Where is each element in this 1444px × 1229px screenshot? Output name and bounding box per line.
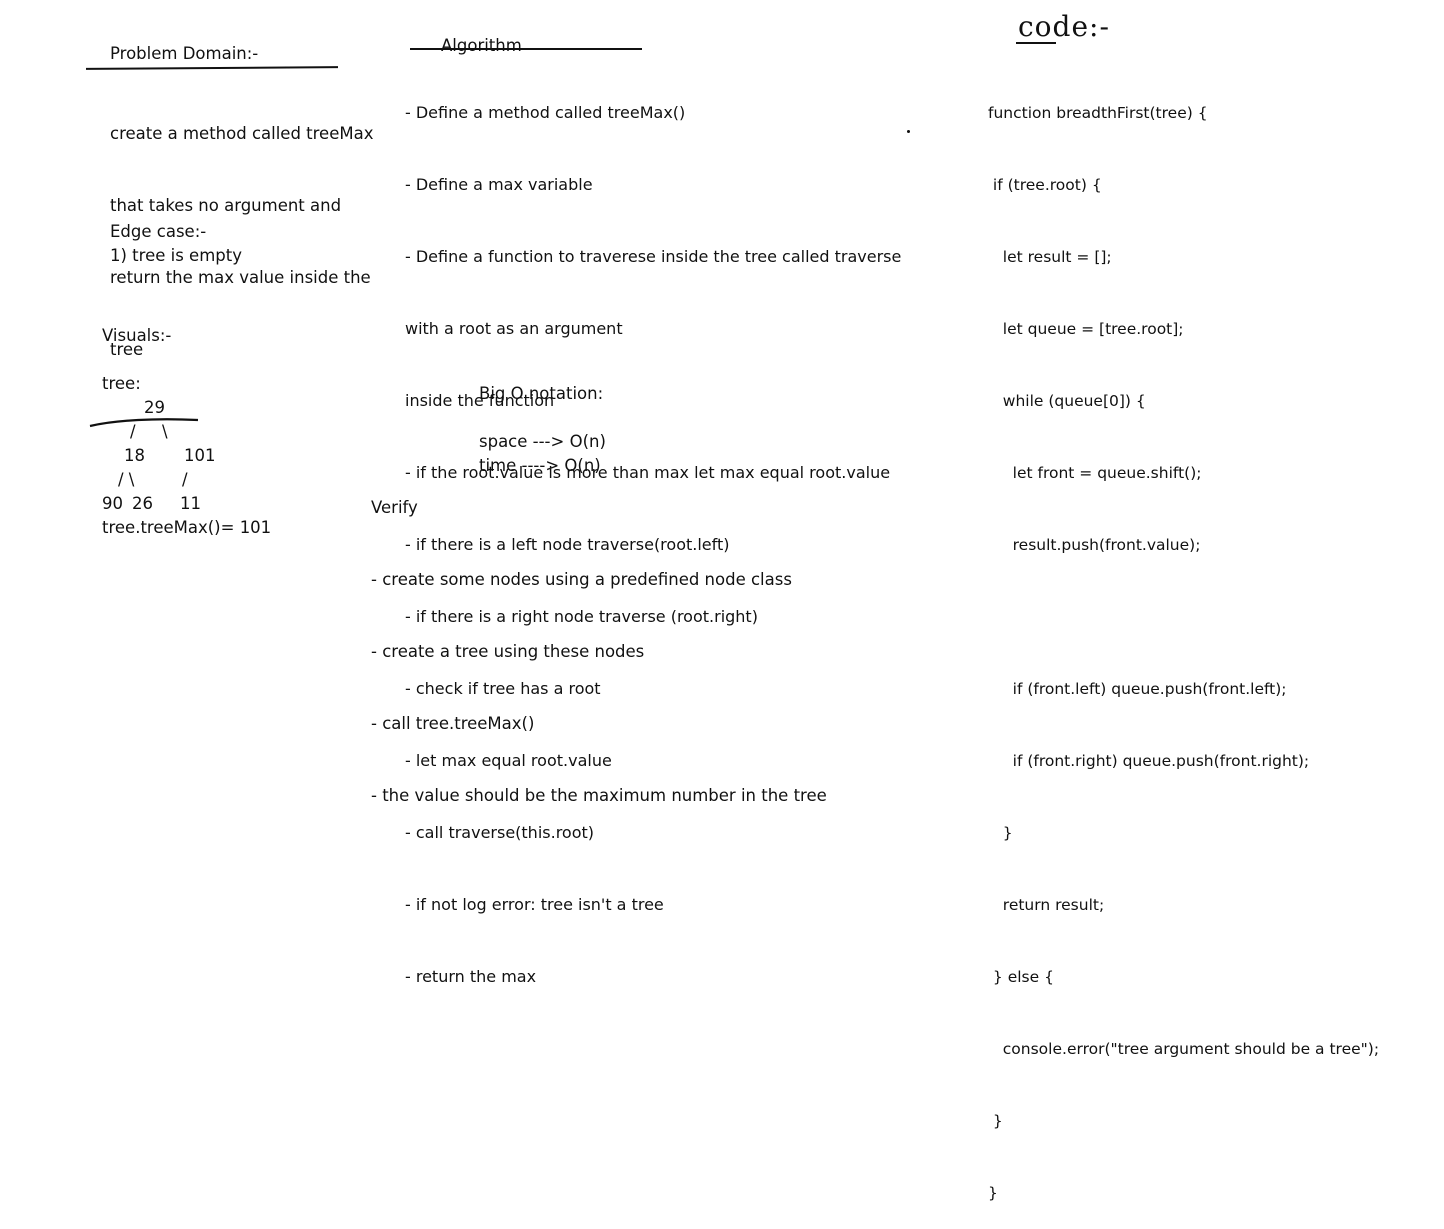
algorithm-step: inside the function	[405, 391, 555, 410]
algorithm-step: - return the max	[405, 967, 537, 986]
code-line: } else {	[988, 968, 1054, 986]
code-line: }	[988, 824, 1013, 842]
verify-step: - create a tree using these nodes	[371, 642, 645, 661]
code-heading: code:-	[1018, 10, 1110, 43]
algorithm-step: with a root as an argument	[405, 319, 623, 338]
algorithm-step: - Define a max variable	[405, 175, 593, 194]
code-line	[988, 605, 1379, 629]
code-line: if (front.right) queue.push(front.right)…	[988, 752, 1310, 770]
tree-node-left-right: 26	[132, 494, 153, 513]
code-line: if (front.left) queue.push(front.left);	[988, 680, 1287, 698]
tree-node-left-left: 90	[102, 494, 123, 513]
verify-step: - the value should be the maximum number…	[371, 786, 827, 805]
big-o-heading: Big O notation:	[479, 384, 604, 403]
algorithm-step: - if there is a right node traverse (roo…	[405, 607, 758, 626]
problem-domain-line: tree	[110, 340, 144, 359]
verify-step: - call tree.treeMax()	[371, 714, 535, 733]
algorithm-step: - if the root.value is more than max let…	[405, 463, 891, 482]
tree-branch-root-left: /	[130, 422, 136, 441]
verify-steps: - create some nodes using a predefined n…	[371, 520, 827, 832]
problem-domain-line: create a method called treeMax	[110, 124, 374, 143]
tree-branch-right-child: /	[182, 470, 188, 489]
big-o-space: space ---> O(n)	[479, 432, 606, 451]
problem-domain-line: return the max value inside the	[110, 268, 371, 287]
tree-node-root: 29	[144, 398, 165, 417]
algorithm-step: - Define a function to traverese inside …	[405, 247, 902, 266]
problem-domain-line: that takes no argument and	[110, 196, 342, 215]
tree-root-stroke	[89, 418, 199, 428]
problem-domain-text: create a method called treeMax that take…	[110, 74, 373, 386]
big-o-time: time ----> O(n)	[479, 456, 601, 475]
code-heading-underline	[1016, 42, 1056, 44]
code-line: }	[988, 1112, 1003, 1130]
code-line: result.push(front.value);	[988, 536, 1201, 554]
code-listing: function breadthFirst(tree) { if (tree.r…	[988, 53, 1379, 1229]
verify-step: - create some nodes using a predefined n…	[371, 570, 792, 589]
stray-dot	[907, 130, 910, 133]
tree-label: tree:	[102, 374, 141, 393]
code-line: let result = [];	[988, 248, 1112, 266]
problem-domain-heading: Problem Domain:-	[110, 44, 259, 63]
code-line: }	[988, 1184, 998, 1202]
algorithm-step: - if not log error: tree isn't a tree	[405, 895, 664, 914]
code-line: console.error("tree argument should be a…	[988, 1040, 1380, 1058]
tree-max-result: tree.treeMax()= 101	[102, 518, 272, 537]
algorithm-underline	[410, 48, 642, 50]
edge-case-heading: Edge case:-	[110, 222, 207, 241]
code-line: function breadthFirst(tree) {	[988, 104, 1208, 122]
code-line: while (queue[0]) {	[988, 392, 1146, 410]
code-line: let front = queue.shift();	[988, 464, 1202, 482]
tree-branch-root-right: \	[162, 422, 168, 441]
tree-node-right-left: 11	[180, 494, 201, 513]
code-line: return result;	[988, 896, 1105, 914]
algorithm-heading: Algorithm	[441, 36, 522, 55]
tree-node-right: 101	[184, 446, 216, 465]
edge-case-item: 1) tree is empty	[110, 246, 242, 265]
code-line: let queue = [tree.root];	[988, 320, 1184, 338]
code-line: if (tree.root) {	[988, 176, 1102, 194]
verify-heading: Verify	[371, 498, 418, 517]
problem-domain-underline	[85, 66, 339, 70]
tree-node-left: 18	[124, 446, 145, 465]
algorithm-step: - if there is a left node traverse(root.…	[405, 535, 730, 554]
visuals-heading: Visuals:-	[102, 326, 172, 345]
tree-branch-left-children: / \	[118, 470, 135, 489]
algorithm-step: - Define a method called treeMax()	[405, 103, 686, 122]
